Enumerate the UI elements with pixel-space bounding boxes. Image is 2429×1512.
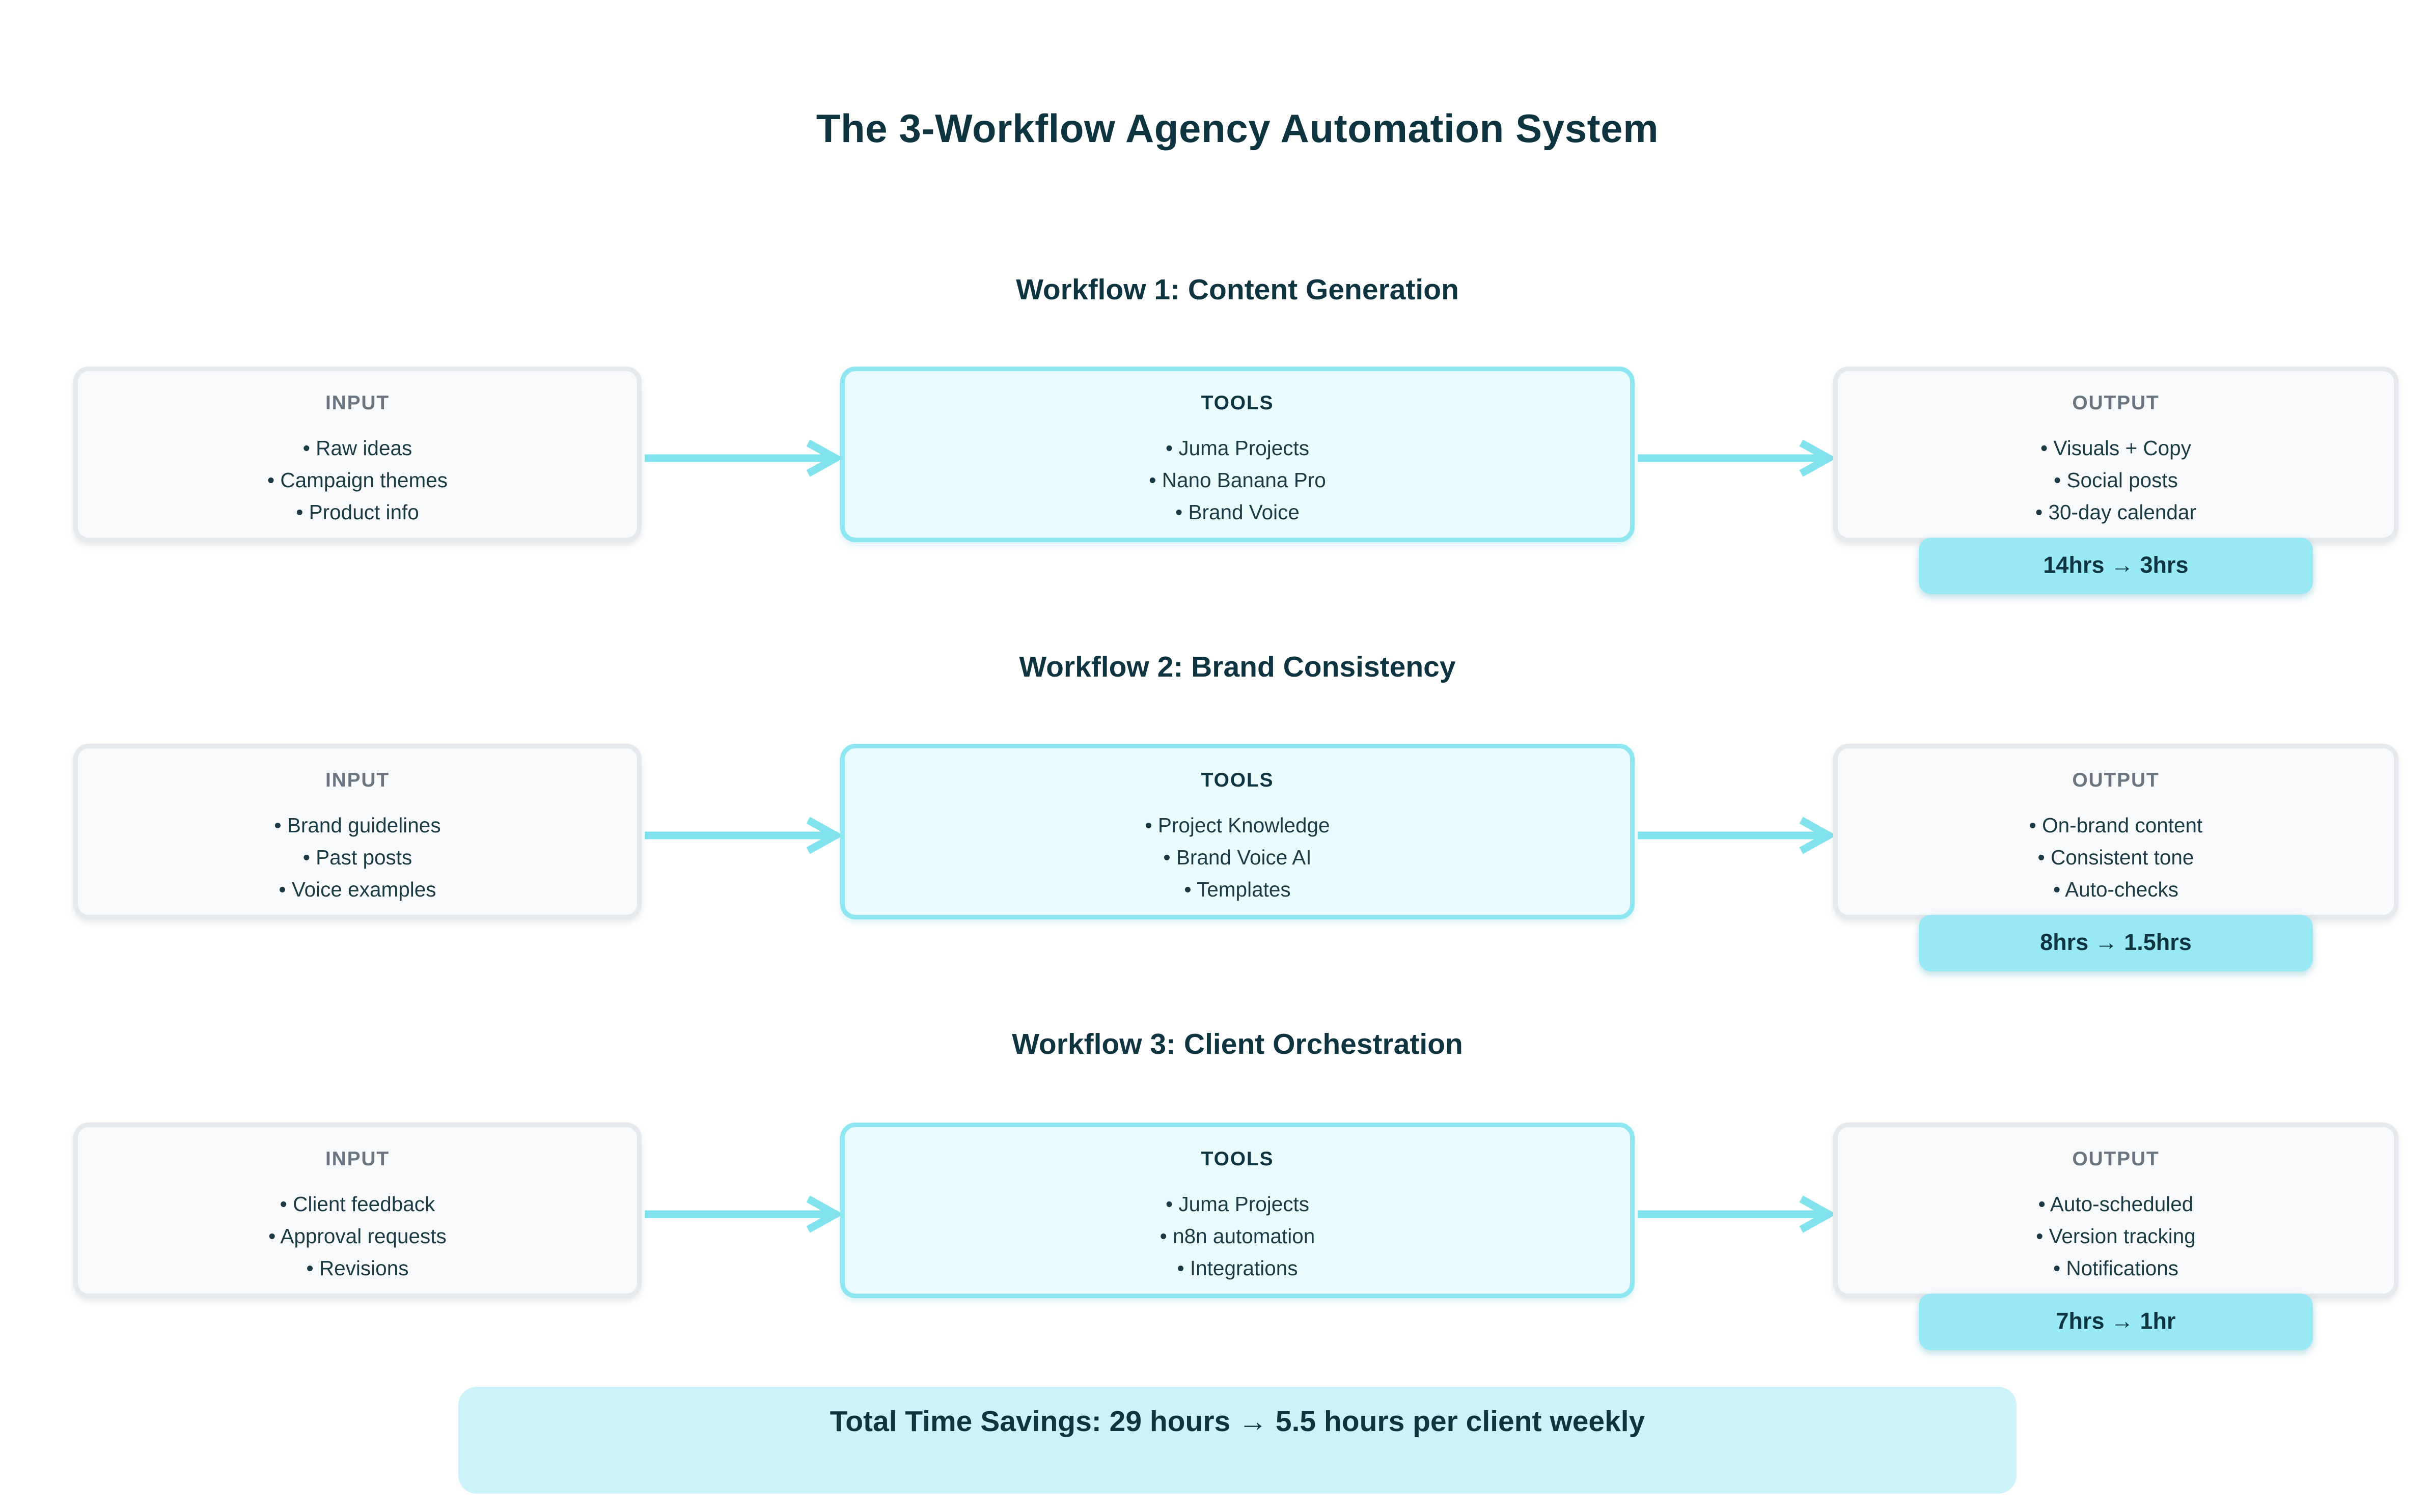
list-item: Product info <box>78 496 637 528</box>
list-item: Juma Projects <box>845 1188 1630 1220</box>
arrow-right-icon <box>1638 817 1836 854</box>
list-item: Raw ideas <box>78 432 637 464</box>
list-item: n8n automation <box>845 1220 1630 1252</box>
list-item: Auto-checks <box>1838 874 2394 906</box>
workflow-3-row: INPUT Client feedback Approval requests … <box>73 1123 2402 1350</box>
output-box-title: OUTPUT <box>2072 1147 2160 1170</box>
list-item: Brand guidelines <box>78 809 637 842</box>
list-item: Past posts <box>78 842 637 874</box>
arrow-right-icon <box>645 1195 843 1233</box>
input-box-title: INPUT <box>325 1147 390 1170</box>
list-item: Auto-scheduled <box>1838 1188 2394 1220</box>
list-item: Project Knowledge <box>845 809 1630 842</box>
output-box: OUTPUT On-brand content Consistent tone … <box>1833 744 2398 919</box>
list-item: Juma Projects <box>845 432 1630 464</box>
page-title: The 3-Workflow Agency Automation System <box>816 105 1659 151</box>
list-item: Version tracking <box>1838 1220 2394 1252</box>
workflow-2-heading: Workflow 2: Brand Consistency <box>1019 652 1456 684</box>
list-item: Approval requests <box>78 1220 637 1252</box>
tools-box-title: TOOLS <box>1201 1147 1274 1170</box>
list-item: Templates <box>845 874 1630 906</box>
workflow-2-row: INPUT Brand guidelines Past posts Voice … <box>73 744 2402 971</box>
tools-box-title: TOOLS <box>1201 768 1274 791</box>
list-item: Brand Voice AI <box>845 842 1630 874</box>
workflow-3-heading: Workflow 3: Client Orchestration <box>1012 1029 1463 1061</box>
list-item: Integrations <box>845 1252 1630 1284</box>
list-item: Campaign themes <box>78 464 637 496</box>
bullet-list: Visuals + Copy Social posts 30-day calen… <box>1838 432 2394 528</box>
arrow-right-icon <box>1638 439 1836 477</box>
output-box: OUTPUT Auto-scheduled Version tracking N… <box>1833 1123 2398 1298</box>
list-item: Consistent tone <box>1838 842 2394 874</box>
tools-box: TOOLS Juma Projects n8n automation Integ… <box>840 1123 1635 1298</box>
list-item: Brand Voice <box>845 496 1630 528</box>
time-savings-badge: 8hrs → 1.5hrs <box>1919 915 2313 971</box>
list-item: 30-day calendar <box>1838 496 2394 528</box>
output-box-title: OUTPUT <box>2072 768 2160 791</box>
bullet-list: Brand guidelines Past posts Voice exampl… <box>78 809 637 906</box>
arrow-right-icon <box>645 439 843 477</box>
bullet-list: Client feedback Approval requests Revisi… <box>78 1188 637 1284</box>
list-item: Notifications <box>1838 1252 2394 1284</box>
bullet-list: Project Knowledge Brand Voice AI Templat… <box>845 809 1630 906</box>
input-box-title: INPUT <box>325 768 390 791</box>
time-savings-badge: 14hrs → 3hrs <box>1919 538 2313 594</box>
bullet-list: Raw ideas Campaign themes Product info <box>78 432 637 528</box>
input-box: INPUT Brand guidelines Past posts Voice … <box>73 744 642 919</box>
list-item: On-brand content <box>1838 809 2394 842</box>
list-item: Voice examples <box>78 874 637 906</box>
list-item: Visuals + Copy <box>1838 432 2394 464</box>
input-box: INPUT Client feedback Approval requests … <box>73 1123 642 1298</box>
workflow-1-row: INPUT Raw ideas Campaign themes Product … <box>73 367 2402 594</box>
bullet-list: Juma Projects Nano Banana Pro Brand Voic… <box>845 432 1630 528</box>
output-box: OUTPUT Visuals + Copy Social posts 30-da… <box>1833 367 2398 542</box>
input-box-title: INPUT <box>325 391 390 414</box>
list-item: Revisions <box>78 1252 637 1284</box>
list-item: Client feedback <box>78 1188 637 1220</box>
bullet-list: Auto-scheduled Version tracking Notifica… <box>1838 1188 2394 1284</box>
tools-box: TOOLS Juma Projects Nano Banana Pro Bran… <box>840 367 1635 542</box>
input-box: INPUT Raw ideas Campaign themes Product … <box>73 367 642 542</box>
tools-box-title: TOOLS <box>1201 391 1274 414</box>
arrow-right-icon <box>645 817 843 854</box>
output-box-title: OUTPUT <box>2072 391 2160 414</box>
list-item: Nano Banana Pro <box>845 464 1630 496</box>
total-savings-banner: Total Time Savings: 29 hours → 5.5 hours… <box>458 1387 2017 1494</box>
bullet-list: On-brand content Consistent tone Auto-ch… <box>1838 809 2394 906</box>
tools-box: TOOLS Project Knowledge Brand Voice AI T… <box>840 744 1635 919</box>
bullet-list: Juma Projects n8n automation Integration… <box>845 1188 1630 1284</box>
time-savings-badge: 7hrs → 1hr <box>1919 1294 2313 1350</box>
list-item: Social posts <box>1838 464 2394 496</box>
arrow-right-icon <box>1638 1195 1836 1233</box>
workflow-1-heading: Workflow 1: Content Generation <box>1016 275 1459 307</box>
